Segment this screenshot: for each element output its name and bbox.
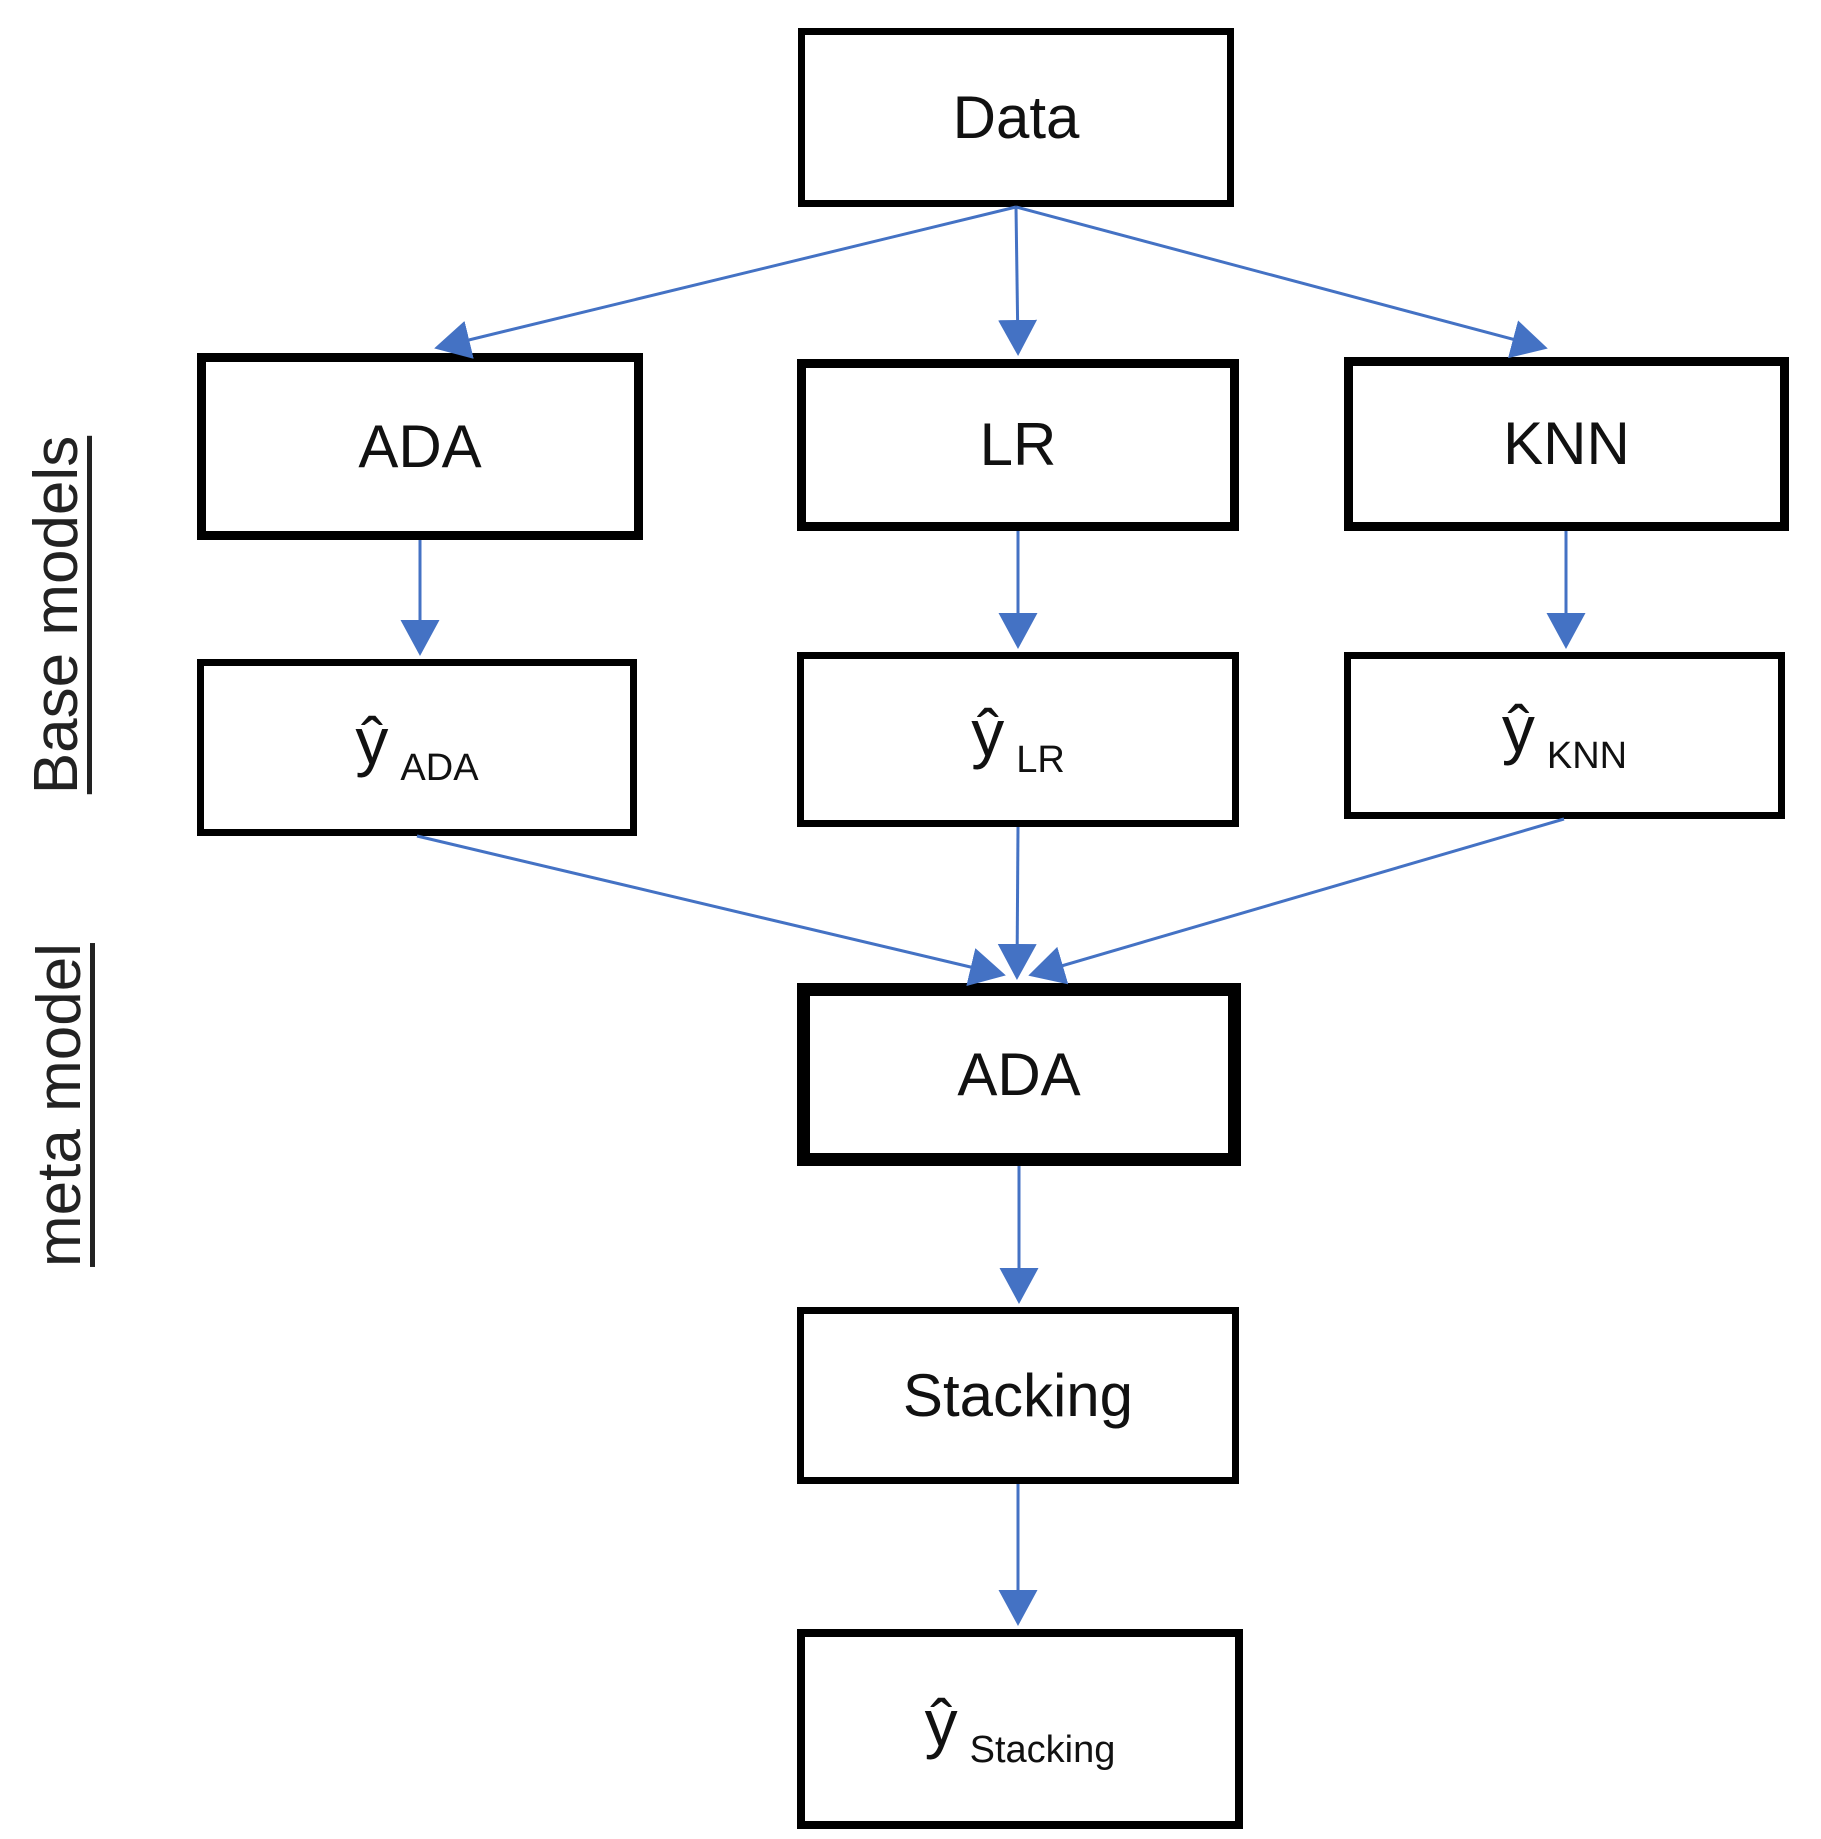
node-yhat-ada-symbol: ŷ	[355, 704, 389, 778]
node-data: Data	[798, 28, 1234, 207]
node-data-label: Data	[952, 83, 1080, 151]
arrow-yhat-knn-to-meta	[1028, 817, 1565, 985]
node-base-knn-label: KNN	[1503, 410, 1630, 477]
node-base-ada-label: ADA	[358, 412, 482, 480]
arrow-data-to-lr	[998, 206, 1038, 356]
node-base-ada: ADA	[197, 353, 643, 540]
node-meta-ada: ADA	[797, 983, 1241, 1166]
arrow-yhat-lr-to-meta	[997, 826, 1037, 980]
node-yhat-stacking-symbol: ŷ	[924, 1685, 958, 1760]
section-label-base-models: Base models	[22, 435, 91, 795]
node-yhat-lr-sub: LR	[1016, 739, 1065, 781]
node-stacking-label: Stacking	[902, 1361, 1134, 1429]
node-yhat-knn-symbol: ŷ	[1501, 692, 1535, 766]
node-yhat-stacking-sub: Stacking	[969, 1728, 1116, 1771]
node-base-knn: KNN	[1344, 357, 1789, 531]
node-yhat-lr-symbol: ŷ	[971, 696, 1005, 770]
node-base-lr: LR	[797, 359, 1239, 531]
node-yhat-ada-sub: ADA	[400, 747, 479, 789]
node-base-lr-label: LR	[979, 411, 1057, 478]
arrow-data-to-knn	[1015, 205, 1548, 359]
arrow-yhat-ada-to-meta	[416, 834, 1006, 987]
arrow-data-to-ada	[434, 205, 1017, 359]
node-meta-ada-label: ADA	[957, 1040, 1081, 1108]
node-yhat-knn-sub: KNN	[1546, 735, 1628, 777]
section-label-meta-model: meta model	[25, 943, 94, 1267]
node-stacking: Stacking	[797, 1307, 1239, 1484]
